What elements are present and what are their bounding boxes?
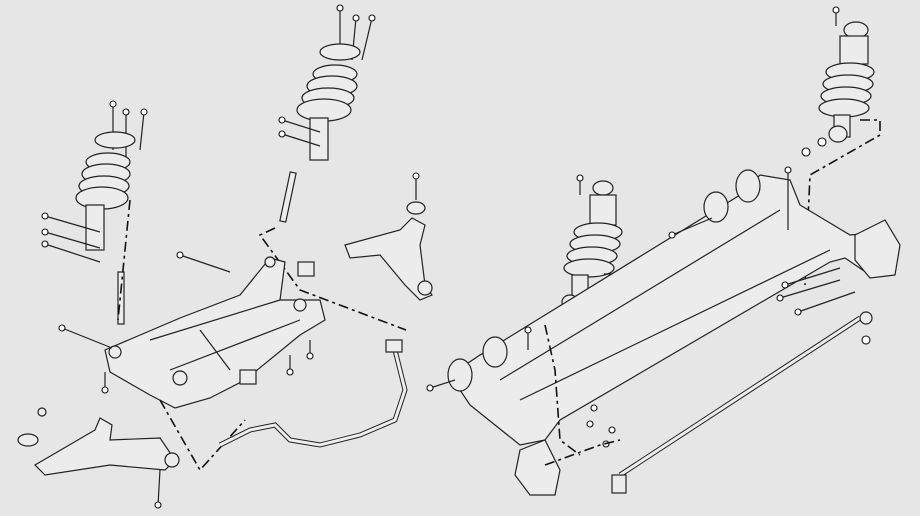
rear-lateral-rod — [611, 311, 873, 494]
front-right-strut-assembly — [258, 4, 407, 331]
strut-knuckle-bolts — [41, 212, 101, 263]
strut-body — [85, 204, 105, 251]
upper-mount — [319, 43, 361, 61]
coil-spring — [75, 152, 131, 210]
trailing-arm-bushing — [482, 336, 508, 368]
front-right-lower-control-arm — [344, 172, 433, 301]
front-left-lower-control-arm — [17, 399, 246, 509]
trailing-arm-bushing — [703, 191, 729, 223]
rear-knuckle — [514, 439, 561, 496]
trailing-arm-bushing — [735, 169, 761, 203]
stabilizer-link — [279, 171, 297, 223]
rear-axle-beam — [426, 166, 901, 496]
rear-knuckle — [854, 219, 901, 279]
front-subframe — [58, 251, 326, 409]
strut-mount-bolts — [109, 100, 148, 158]
front-left-strut-assembly — [41, 100, 148, 325]
strut-body — [309, 117, 329, 161]
ball-joint — [17, 433, 39, 447]
ball-joint — [406, 201, 426, 215]
rear-right-shock-absorber — [801, 6, 881, 286]
trailing-arm-bushing — [447, 358, 473, 392]
upper-mount — [94, 131, 136, 149]
